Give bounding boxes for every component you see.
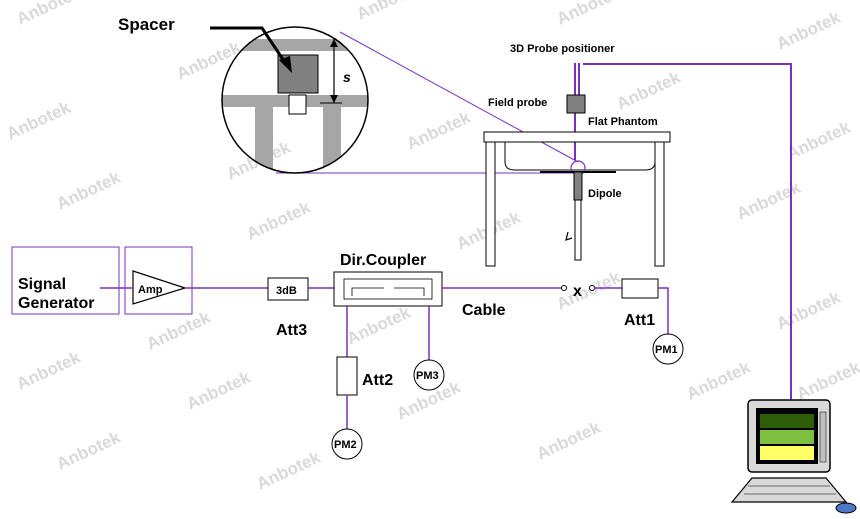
signal-generator-label-2: Generator — [18, 295, 94, 312]
watermark: Anbotek — [534, 417, 604, 463]
pm2-label: PM2 — [334, 439, 357, 451]
power-meter-pm3 — [413, 359, 445, 391]
signal-generator-label-1: Signal — [18, 276, 66, 293]
attenuator-att2 — [336, 356, 358, 396]
phantom-tabletop — [483, 131, 671, 143]
watermark: Anbotek — [14, 0, 84, 29]
attenuator-3db — [267, 277, 309, 301]
spacer-feed — [288, 94, 307, 115]
spacer-label: Spacer — [118, 15, 175, 34]
watermark: Anbotek — [554, 0, 624, 29]
spacer-pointer — [210, 26, 288, 65]
s-arrow-bottom — [330, 95, 338, 103]
attenuator-att1 — [621, 278, 659, 299]
watermark: Anbotek — [684, 357, 754, 403]
watermark: Anbotek — [404, 107, 474, 153]
flat-phantom-label: Flat Phantom — [588, 116, 658, 128]
amp-label: Amp — [138, 284, 163, 296]
pm1-label: PM1 — [655, 344, 678, 356]
watermark: Anbotek — [794, 357, 860, 403]
watermark: Anbotek — [774, 287, 844, 333]
dipole-stand — [574, 199, 582, 261]
table-leg-left — [485, 141, 496, 267]
watermark: Anbotek — [344, 302, 414, 348]
flat-phantom — [483, 131, 671, 267]
signal-generator-box — [11, 246, 120, 315]
watermark: Anbotek — [354, 0, 424, 24]
s-arrow-top — [330, 39, 338, 47]
dipole: Dipole — [540, 171, 622, 261]
watermark: Anbotek — [54, 167, 124, 213]
field-probe-body — [566, 94, 586, 114]
watermark: Anbotek — [784, 117, 854, 163]
x-mark: x — [573, 283, 582, 300]
dipole-arm-right — [323, 107, 341, 173]
watermark: Anbotek — [14, 347, 84, 393]
watermark: Anbotek — [734, 177, 804, 223]
watermark: Anbotek — [244, 197, 314, 243]
detail-circle — [221, 26, 369, 174]
power-meter-pm2 — [331, 428, 363, 460]
field-probe-label: Field probe — [488, 97, 547, 109]
mouse — [835, 502, 857, 514]
dipole-arm-left — [255, 107, 273, 173]
dir-coupler-label: Dir.Coupler — [340, 252, 426, 269]
watermark: Anbotek — [774, 7, 844, 53]
spacer-detail: s — [210, 26, 369, 174]
att1-label: Att1 — [624, 312, 655, 329]
watermark: Anbotek — [4, 97, 74, 143]
watermark: Anbotek — [54, 427, 124, 473]
att-3db-label: 3dB — [276, 285, 297, 297]
att2-label: Att2 — [362, 372, 393, 389]
dipole-label: Dipole — [588, 188, 622, 200]
computer — [730, 399, 857, 514]
table-leg-right — [654, 141, 665, 267]
cable-to-computer — [583, 63, 792, 412]
att3-label: Att3 — [276, 322, 307, 339]
phantom-layer-top — [222, 39, 368, 51]
watermark: Anbotek — [254, 447, 324, 493]
probe-positioner-label: 3D Probe positioner — [510, 43, 615, 55]
keyboard — [730, 477, 848, 503]
cable-label: Cable — [462, 302, 506, 319]
watermark: Anbotek — [184, 367, 254, 413]
directional-coupler: Dir.Coupler — [333, 252, 443, 307]
power-meter-pm1 — [652, 333, 684, 365]
watermark: Anbotek — [614, 67, 684, 113]
pm3-label: PM3 — [416, 370, 439, 382]
s-label: s — [343, 69, 351, 85]
phantom-tray — [504, 142, 656, 171]
